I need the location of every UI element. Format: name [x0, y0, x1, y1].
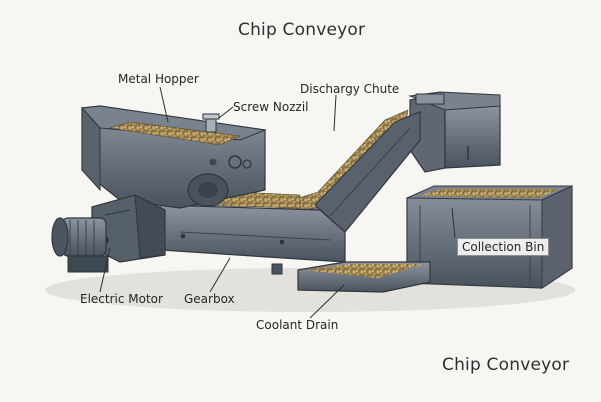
label-screw-nozzle: Screw Nozzil [233, 100, 309, 114]
metal-hopper [80, 105, 267, 209]
electric-motor [51, 217, 109, 273]
leader-lines [99, 86, 456, 319]
coolant-drain-tray [297, 261, 431, 293]
discharge-hood [408, 91, 501, 173]
label-electric-motor: Electric Motor [80, 292, 163, 306]
gearbox [91, 194, 166, 263]
label-metal-hopper: Metal Hopper [118, 72, 199, 86]
label-collection-bin: Collection Bin [457, 238, 550, 256]
footer-title: Chip Conveyor [442, 355, 570, 375]
screw-nozzle [202, 113, 220, 133]
diagram-title: Chip Conveyor [238, 20, 366, 40]
label-coolant-drain: Coolant Drain [256, 318, 339, 332]
label-discharge-chute: Dischargy Chute [300, 82, 400, 96]
collection-bin [406, 185, 573, 289]
label-gearbox: Gearbox [184, 292, 235, 306]
